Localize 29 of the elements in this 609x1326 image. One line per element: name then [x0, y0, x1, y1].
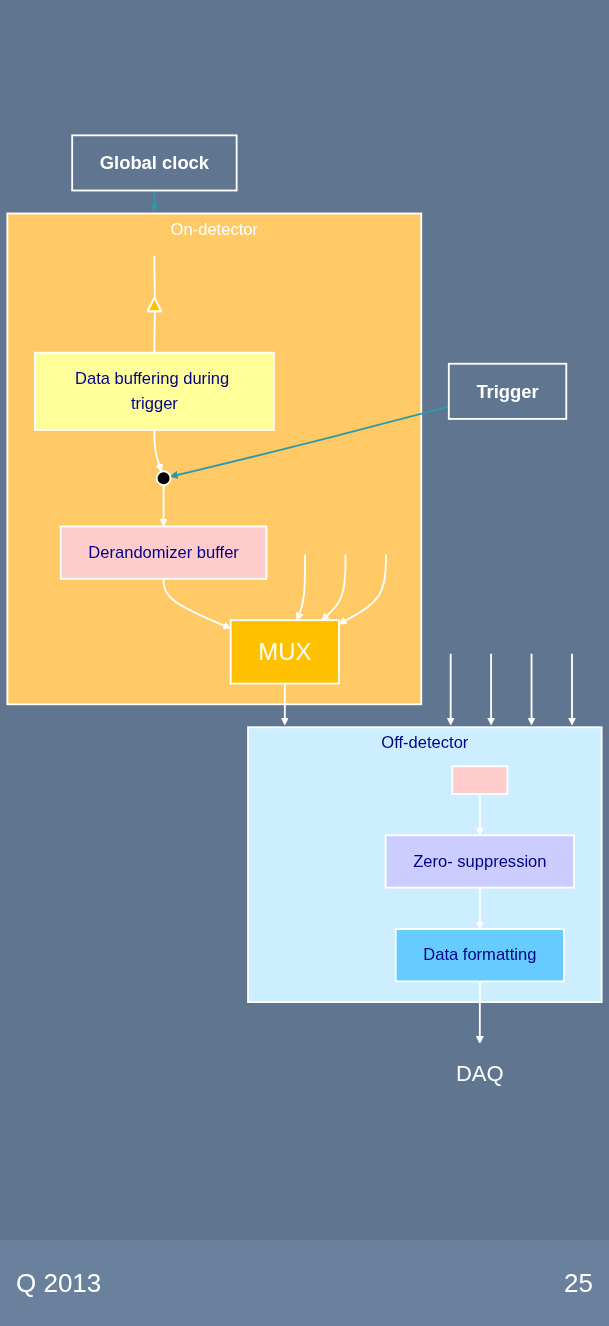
arrow [150, 189, 159, 212]
footer-text: Q 2013 [16, 1267, 102, 1299]
arrow [153, 429, 163, 473]
arrow [567, 653, 577, 726]
node-box: Trigger [447, 363, 568, 421]
arrow [475, 793, 484, 836]
node-box: Zero- suppression [384, 834, 575, 889]
node-box: Global clock [71, 134, 238, 192]
node-box: Derandomizer buffer [59, 525, 268, 580]
connector [153, 255, 156, 300]
node-box: Data formatting [394, 928, 565, 983]
node-circle [155, 470, 172, 487]
node-box: MUX [229, 619, 340, 685]
arrow [446, 653, 455, 726]
arrow [159, 484, 168, 528]
arrow [475, 887, 484, 930]
arrow [475, 980, 484, 1045]
arrow [280, 682, 289, 726]
arrow [321, 553, 347, 621]
arrow [169, 406, 450, 480]
arrow [487, 653, 496, 726]
node-text: DAQ [455, 1061, 504, 1086]
footer-text: 25 [564, 1267, 593, 1299]
connector [153, 311, 156, 354]
arrow [527, 653, 536, 726]
node-box: Data buffering during trigger [34, 352, 275, 432]
arrow [295, 553, 306, 621]
node-box [451, 765, 509, 796]
arrow [338, 553, 387, 625]
